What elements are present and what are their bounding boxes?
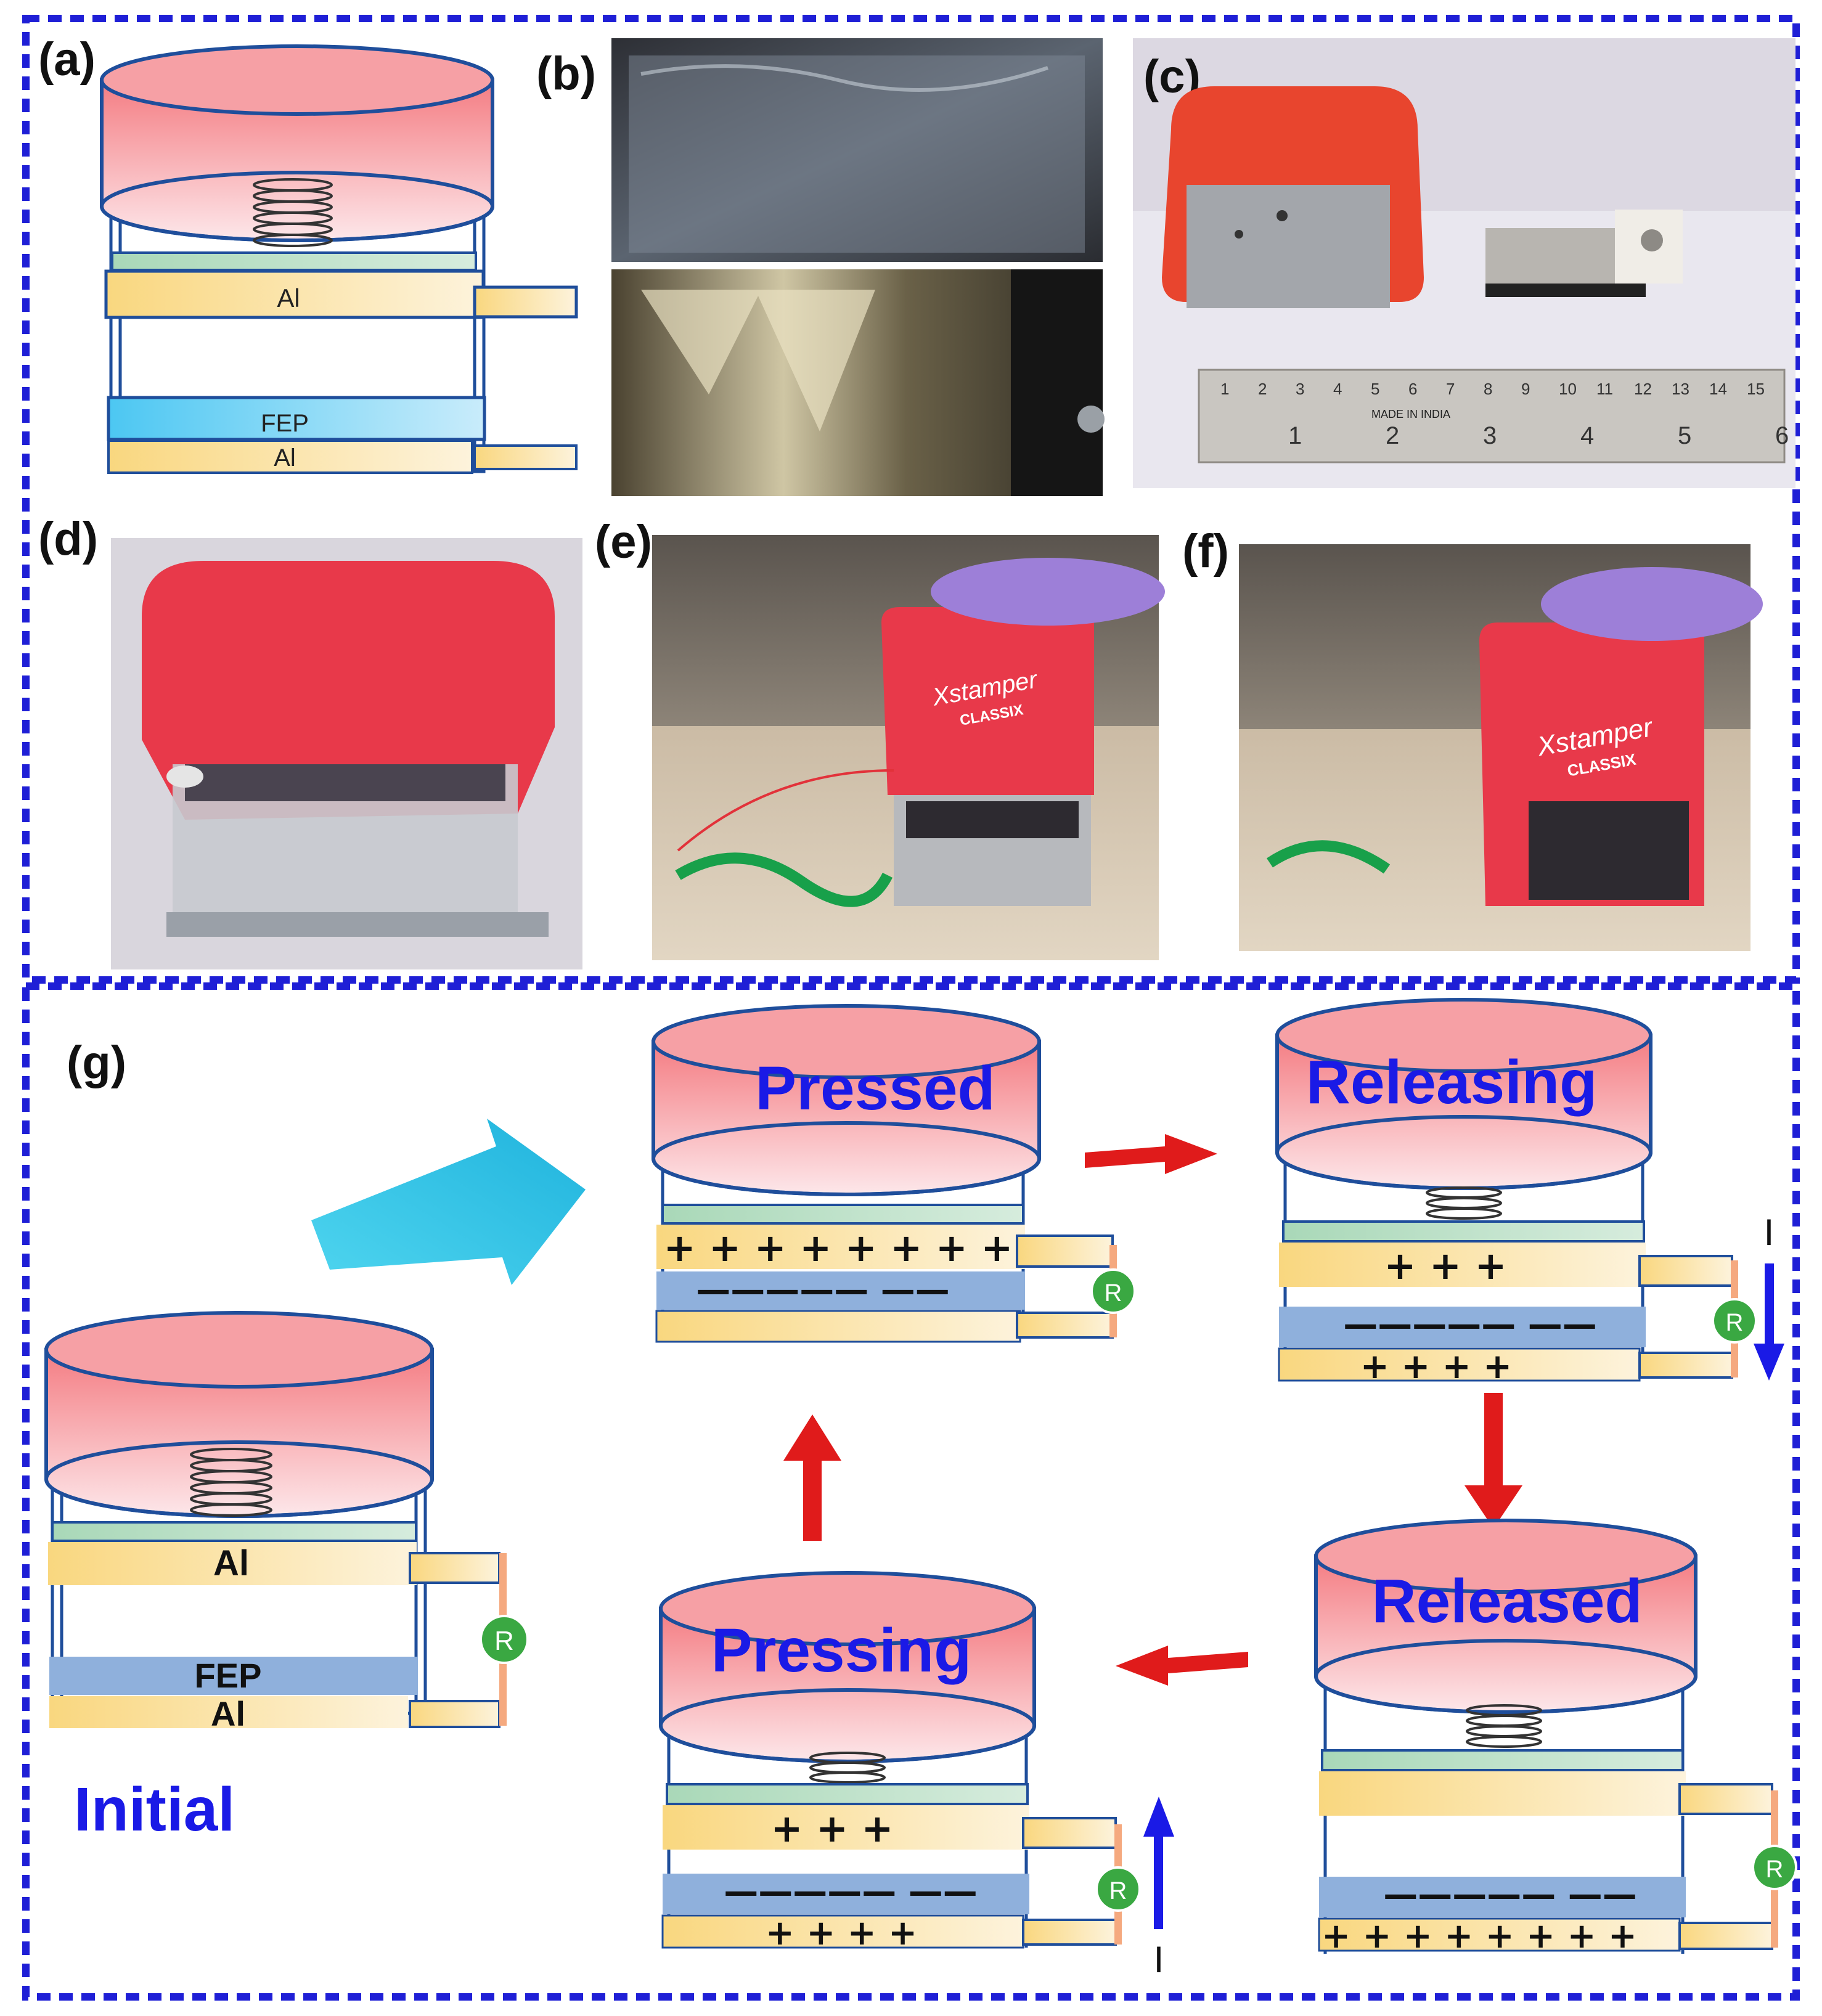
panel-label-b: (b)	[536, 47, 596, 100]
panel-d: (d)	[38, 513, 582, 969]
released-resistor-label: R	[1766, 1856, 1784, 1883]
ruler-cm-label: 7	[1446, 380, 1455, 398]
releasing-current-label: I	[1764, 1212, 1775, 1253]
released-bottom-charges: + + + + + + + +	[1322, 1916, 1637, 1956]
ruler-inch-label: 1	[1288, 422, 1302, 449]
top-al-tab	[473, 285, 578, 319]
ruler-inch-label: 5	[1678, 422, 1691, 449]
pressed-fep-charges: ————— ——	[696, 1270, 950, 1310]
state-releasing: Releasing + + + ————— —— + + + + R I	[1275, 998, 1784, 1387]
pressed-resistor-label: R	[1105, 1279, 1122, 1307]
ruler-cm-label: 4	[1333, 380, 1342, 398]
initial-bottom-al-label: Al	[211, 1694, 245, 1733]
ruler-cm-label: 13	[1672, 380, 1689, 398]
resistor-symbol	[480, 1615, 529, 1664]
panel-label-f: (f)	[1182, 525, 1229, 577]
ruler-inch-label: 3	[1483, 422, 1497, 449]
state-pressed: Pressed + + + + + + + + ————— —— R	[652, 1004, 1136, 1343]
pressing-top-charges: + + +	[770, 1806, 893, 1851]
bottom-al-electrode	[107, 439, 473, 474]
state-label-pressing: Pressing	[711, 1616, 971, 1685]
panel-e: (e) Xstamper CLASSIX	[595, 516, 1165, 960]
panel-f: (f) Xstamper CLASSIX	[1182, 525, 1763, 951]
ruler-inch-label: 6	[1775, 422, 1789, 449]
releasing-to-released-arrow	[1465, 1393, 1522, 1528]
bottom-frame	[22, 982, 1800, 2001]
panel-label-d: (d)	[38, 513, 98, 565]
top-frame	[22, 15, 1800, 984]
state-initial: Al FEP Al R Initial	[44, 1311, 529, 1844]
state-label-released: Released	[1371, 1567, 1642, 1636]
panel-label-e: (e)	[595, 516, 652, 568]
bottom-al-label: Al	[274, 444, 296, 471]
fep-label: FEP	[261, 410, 309, 437]
ruler-cm-label: 9	[1521, 380, 1530, 398]
releasing-bottom-charges: + + + +	[1360, 1347, 1512, 1387]
state-released: Released ————— —— + + + + + + + + R	[1314, 1519, 1797, 1956]
panel-label-a: (a)	[38, 33, 96, 86]
ruler-inch-labels: 1 2 3 4 5 6	[1288, 422, 1789, 449]
pressing-current-label: I	[1154, 1939, 1164, 1980]
ruler-cm-label: 12	[1634, 380, 1652, 398]
ruler-cm-label: 6	[1408, 380, 1417, 398]
top-al-electrode	[104, 269, 485, 319]
ruler-cm-label: 11	[1596, 380, 1613, 398]
initial-to-pressed-arrow	[311, 1119, 586, 1285]
releasing-fep-charges: ————— ——	[1343, 1305, 1597, 1345]
ruler-cm-label: 3	[1296, 380, 1304, 398]
spring	[1466, 1704, 1542, 1748]
ruler-cm-label: 10	[1559, 380, 1577, 398]
pressing-bottom-charges: + + + +	[766, 1913, 917, 1953]
initial-top-al-label: Al	[213, 1543, 249, 1583]
top-film	[111, 251, 477, 271]
releasing-top-charges: + + +	[1384, 1243, 1506, 1288]
ruler-inch-label: 4	[1580, 422, 1594, 449]
releasing-current-arrow	[1754, 1263, 1784, 1381]
ruler	[1198, 369, 1786, 463]
pressing-to-pressed-arrow	[783, 1414, 841, 1541]
ruler-cm-label: 15	[1747, 380, 1765, 398]
ruler-cm-label: 14	[1709, 380, 1727, 398]
released-to-pressing-arrow	[1116, 1646, 1248, 1686]
releasing-resistor-label: R	[1726, 1309, 1744, 1336]
spring	[809, 1752, 886, 1784]
stamp-red-body	[142, 561, 555, 820]
state-label-initial: Initial	[74, 1775, 235, 1844]
ruler-made-in: MADE IN INDIA	[1371, 408, 1450, 420]
pressed-to-releasing-arrow	[1085, 1134, 1217, 1174]
spring	[253, 178, 333, 247]
initial-fep-label: FEP	[195, 1656, 262, 1695]
spring	[190, 1448, 272, 1517]
ruler-cm-label: 5	[1371, 380, 1379, 398]
panel-a: (a) Al FEP Al	[38, 33, 578, 474]
pressing-resistor-label: R	[1109, 1877, 1127, 1904]
state-label-releasing: Releasing	[1306, 1048, 1597, 1117]
spring	[1426, 1186, 1502, 1220]
pressing-fep-charges: ————— ——	[724, 1872, 978, 1912]
ruler-inch-label: 2	[1386, 422, 1399, 449]
bottom-al-tab	[473, 444, 578, 470]
fep-layer	[107, 396, 486, 441]
ruler-cm-label: 8	[1484, 380, 1492, 398]
state-pressing: Pressing + + + ————— —— + + + + R I	[659, 1571, 1174, 1980]
released-fep-charges: ————— ——	[1383, 1875, 1637, 1915]
panel-b: (b)	[536, 38, 1105, 496]
top-al-label: Al	[277, 284, 300, 312]
resistor-label: R	[494, 1626, 514, 1656]
pressed-top-charges: + + + + + + + +	[664, 1225, 1013, 1270]
pressing-current-arrow	[1143, 1797, 1174, 1929]
ruler-cm-label: 1	[1220, 380, 1229, 398]
panel-label-g: (g)	[67, 1037, 126, 1089]
state-label-pressed: Pressed	[755, 1054, 995, 1123]
ruler-cm-label: 2	[1258, 380, 1267, 398]
